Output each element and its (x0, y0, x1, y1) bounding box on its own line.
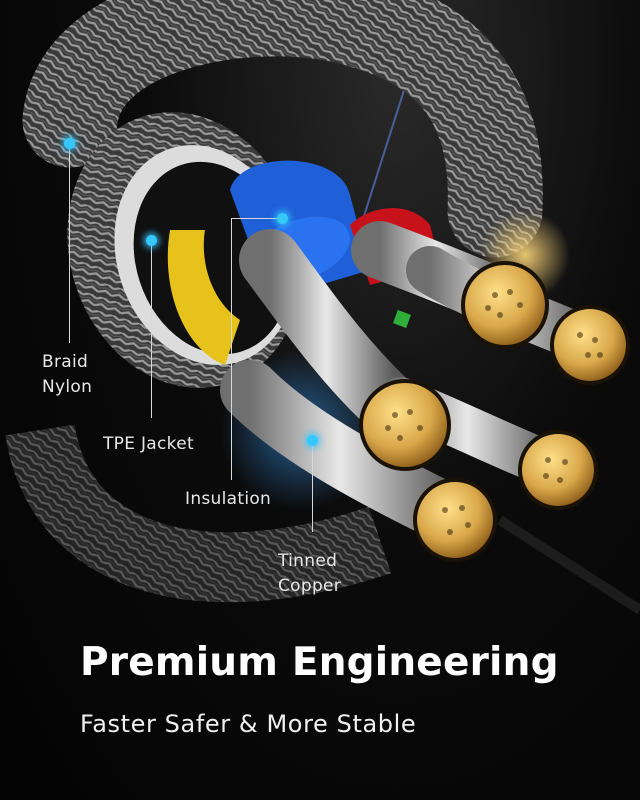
braid-marker-dot (63, 137, 75, 149)
insulation-marker-dot (276, 212, 288, 224)
braided-loop (22, 0, 543, 258)
insulation-label: Insulation (185, 489, 272, 509)
tinned-copper-label: Tinned Copper (278, 551, 342, 596)
braid-nylon-label: Braid Nylon (42, 352, 93, 397)
insulation-leader-line (231, 218, 232, 480)
copper-leader-line (312, 440, 313, 532)
insulation-leader-top (231, 218, 281, 219)
tpe-marker-dot (145, 234, 157, 246)
copper-marker-dot (306, 434, 318, 446)
tpe-jacket-label: TPE Jacket (103, 434, 194, 454)
headline: Premium Engineering (80, 640, 559, 685)
tpe-leader-line (151, 240, 152, 418)
subheadline: Faster Safer & More Stable (80, 710, 417, 738)
braid-leader-line (69, 143, 70, 343)
